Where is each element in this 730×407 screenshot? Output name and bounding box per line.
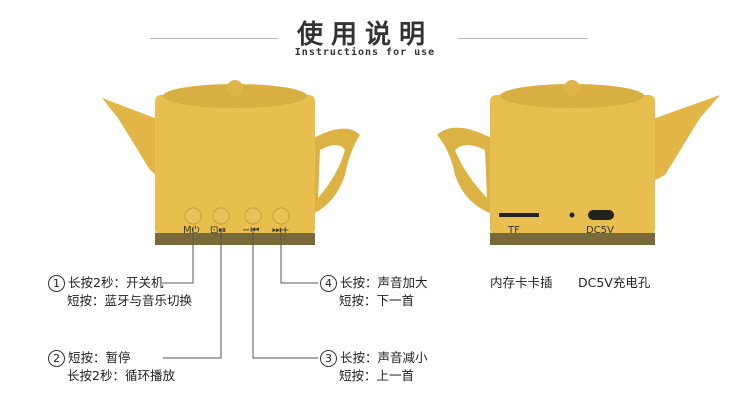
tf-slot-label: 内存卡卡插 [490,275,553,290]
usb-port [588,210,614,220]
button-label-play: ⊡⏯ [210,225,227,236]
page-title: 使用说明 [296,20,433,50]
button-label-mode: M⏻ [183,225,200,236]
tf-slot [499,213,539,217]
divider-left [150,38,278,39]
mic-hole [569,212,575,218]
button-label-next: ⏭+ [272,225,290,236]
divider-right [458,38,588,39]
page-subtitle: Instructions for use [294,47,436,58]
dc-port-label: DC5V充电孔 [578,275,651,290]
dc-label: DC5V [586,225,614,236]
back-teapot [437,80,720,245]
tf-label: TF [508,225,520,236]
front-teapot [102,80,360,245]
leader-lines [162,228,318,359]
button-label-prev: −⏮ [242,225,260,236]
